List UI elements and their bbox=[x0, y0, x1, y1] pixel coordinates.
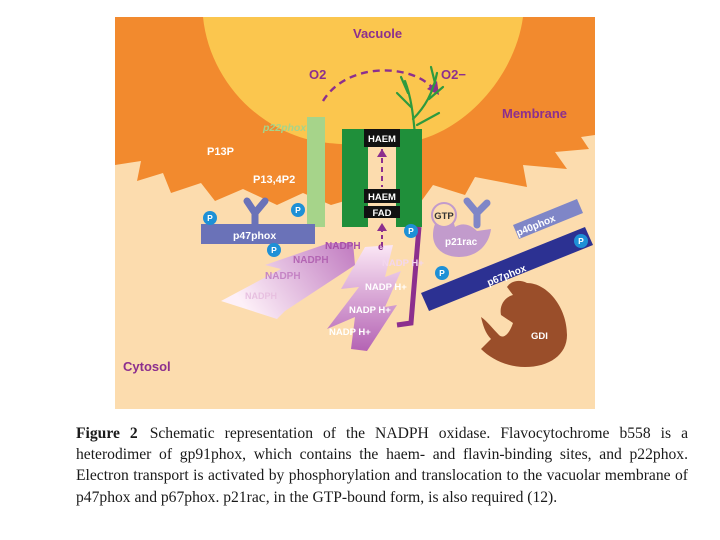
o2-label: O2 bbox=[309, 67, 326, 82]
nadph-label: NADPH bbox=[265, 271, 301, 282]
gtp-label: GTP bbox=[434, 211, 454, 222]
nadph-oxidase-diagram: P P P P P P Vacuole O2 O2− Membrane p22p… bbox=[115, 17, 595, 409]
p47phox-receptor-icon bbox=[243, 197, 269, 228]
nadph-plus-label: NADP H+ bbox=[382, 258, 424, 269]
p21rac-label: p21rac bbox=[445, 237, 478, 248]
glycan-icon bbox=[395, 65, 445, 137]
membrane-label: Membrane bbox=[502, 106, 567, 121]
p40phox-receptor-icon bbox=[463, 197, 491, 229]
phosphate-label: P bbox=[295, 205, 301, 215]
phosphate-markers bbox=[203, 203, 588, 280]
p47phox-subunit bbox=[201, 224, 315, 244]
gdi-label: GDI bbox=[531, 331, 548, 342]
phosphate-icon bbox=[203, 211, 217, 225]
caption-text: Schematic representation of the NADPH ox… bbox=[76, 425, 688, 506]
nadph-label: NADPH bbox=[325, 241, 361, 252]
gdi-protein bbox=[481, 280, 567, 367]
haem-bottom-label: HAEM bbox=[368, 192, 396, 203]
phosphate-label: P bbox=[271, 245, 277, 255]
electron-arrowhead bbox=[377, 223, 387, 231]
nadph-plus-label: NADP H+ bbox=[365, 282, 407, 293]
gtp-circle bbox=[431, 202, 457, 228]
nadph-label: NADPH bbox=[245, 291, 277, 301]
nadph-plus-label: NADP H+ bbox=[349, 305, 391, 316]
nadph-label: NADPH bbox=[293, 255, 329, 266]
cytosol-label: Cytosol bbox=[123, 359, 171, 374]
vacuole-region bbox=[203, 17, 523, 146]
p22phox-label: p22phox bbox=[262, 122, 307, 134]
p67phox-subunit bbox=[421, 227, 593, 311]
nadph-arrow-left bbox=[221, 243, 355, 319]
p40phox-subunit bbox=[513, 199, 583, 239]
phosphate-icon bbox=[574, 234, 588, 248]
membrane-anchor-bracket bbox=[396, 226, 422, 328]
phosphate-icon bbox=[291, 203, 305, 217]
phosphate-label: P bbox=[408, 226, 414, 236]
p22phox-subunit bbox=[307, 117, 325, 227]
nadph-plus-label: NADP H+ bbox=[329, 327, 371, 338]
phosphate-icon bbox=[435, 266, 449, 280]
o2-path bbox=[321, 69, 436, 102]
electron-label: e bbox=[378, 242, 384, 253]
figure-label: Figure 2 bbox=[76, 425, 138, 442]
o2-minus-label: O2− bbox=[441, 67, 466, 82]
phosphate-label: P bbox=[207, 213, 213, 223]
nadph-arrow-down bbox=[327, 245, 401, 351]
phosphate-icon bbox=[267, 243, 281, 257]
fad-label: FAD bbox=[373, 208, 392, 219]
vacuole-label: Vacuole bbox=[353, 26, 402, 41]
haem-top-label: HAEM bbox=[368, 134, 396, 145]
p47phox-label: p47phox bbox=[233, 230, 276, 242]
phosphate-label: P bbox=[578, 236, 584, 246]
p134p2-label: P13,4P2 bbox=[253, 174, 295, 186]
p13p-label: P13P bbox=[207, 146, 234, 158]
phosphate-label: P bbox=[439, 268, 445, 278]
gp91phox-subunit bbox=[342, 129, 422, 227]
phosphate-icon bbox=[404, 224, 418, 238]
